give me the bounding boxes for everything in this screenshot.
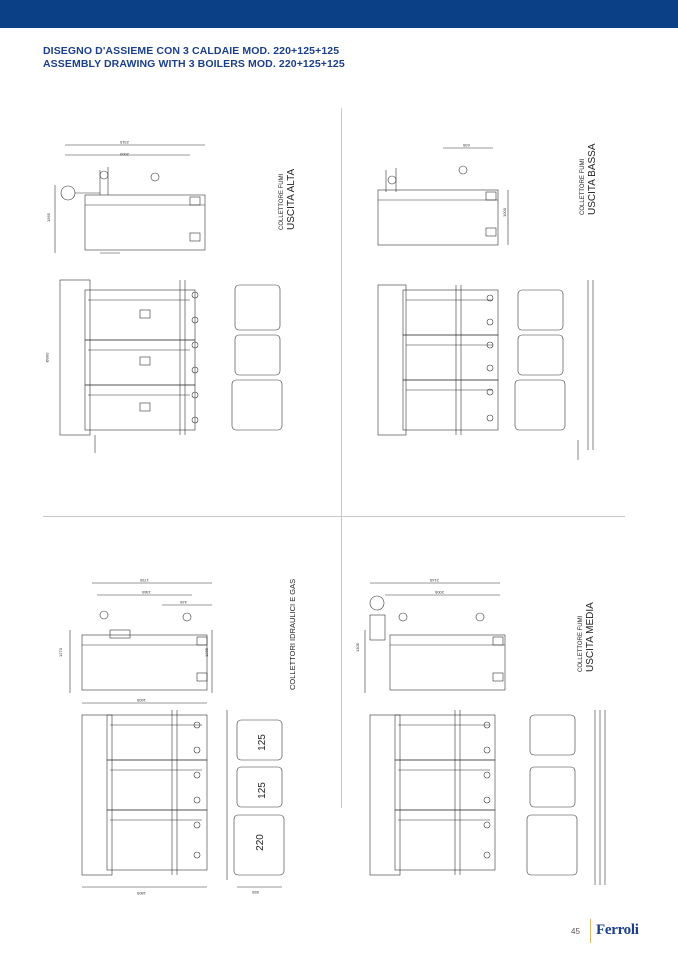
dim-offset: 440 — [180, 600, 187, 605]
dim-height-right: 1265 — [203, 648, 209, 657]
boiler-label-125-b: 125 — [256, 782, 268, 799]
boiler-label-220: 220 — [254, 834, 266, 851]
boiler-label-125-a: 125 — [256, 734, 268, 751]
assembly-drawing-bottom-right — [364, 582, 606, 885]
dim-plan-width-bottom: 1805 — [137, 891, 146, 896]
dim-height: 1565 — [45, 213, 51, 222]
dim-length-2: 1360 — [142, 590, 151, 595]
label-uscita-bassa: USCITA BASSA — [587, 143, 598, 215]
dim-flue-diameter: Ø300 — [44, 352, 50, 363]
title-italian: DISEGNO D'ASSIEME CON 3 CALDAIE MOD. 220… — [43, 45, 340, 57]
label-uscita-alta: USCITA ALTA — [286, 168, 297, 230]
assembly-drawing-top-left — [54, 144, 303, 453]
page-number: 45 — [571, 927, 580, 936]
label-collettore-fumi: COLLETTORE FUMI — [580, 158, 586, 215]
drawing-top-left: 2315 2005 1565 Ø300 — [40, 135, 303, 470]
vertical-divider — [341, 108, 342, 808]
horizontal-divider — [43, 516, 625, 517]
page-title: DISEGNO D'ASSIEME CON 3 CALDAIE MOD. 220… — [43, 45, 345, 71]
title-english: ASSEMBLY DRAWING WITH 3 BOILERS MOD. 220… — [43, 58, 345, 70]
brand-logo: Ferroli — [596, 922, 639, 938]
dim-overall-length: 2145 — [430, 578, 439, 583]
footer-separator — [590, 919, 591, 943]
header-bar — [0, 0, 678, 28]
dim-flue-offset: 635 — [463, 143, 470, 148]
dim-boiler-length: 2005 — [120, 152, 129, 157]
label-uscita-media: USCITA MEDIA — [585, 602, 596, 672]
label-top-right: COLLETTORE FUMI USCITA BASSA — [580, 143, 598, 215]
label-bottom-left: COLLETTORI IDRAULICI E GAS — [288, 579, 297, 690]
drawing-bottom-left: 1750 1360 440 1270 1265 1605 125 125 220… — [58, 575, 298, 905]
drawing-bottom-right: 2145 2005 1305 — [355, 575, 615, 905]
assembly-drawing-bottom-left — [69, 582, 298, 888]
label-collettore-fumi: COLLETTORE FUMI — [279, 173, 285, 230]
dim-end-width: 850 — [252, 890, 259, 895]
drawing-top-right: 635 1000 — [368, 140, 608, 470]
dim-height: 1000 — [501, 208, 507, 217]
assembly-drawing-top-right — [377, 147, 594, 460]
dim-overall-length: 2315 — [120, 140, 129, 145]
dim-height: 1305 — [354, 643, 360, 652]
label-top-left: COLLETTORE FUMI USCITA ALTA — [279, 169, 297, 230]
label-collettori-idraulici: COLLETTORI IDRAULICI E GAS — [288, 578, 297, 690]
dim-plan-width: 1605 — [137, 698, 146, 703]
dim-boiler-length: 2005 — [435, 590, 444, 595]
label-collettore-fumi: COLLETTORE FUMI — [578, 615, 584, 672]
label-bottom-right: COLLETTORE FUMI USCITA MEDIA — [578, 602, 596, 672]
dim-overall-length: 1750 — [140, 578, 149, 583]
dim-height-left: 1270 — [57, 648, 63, 657]
